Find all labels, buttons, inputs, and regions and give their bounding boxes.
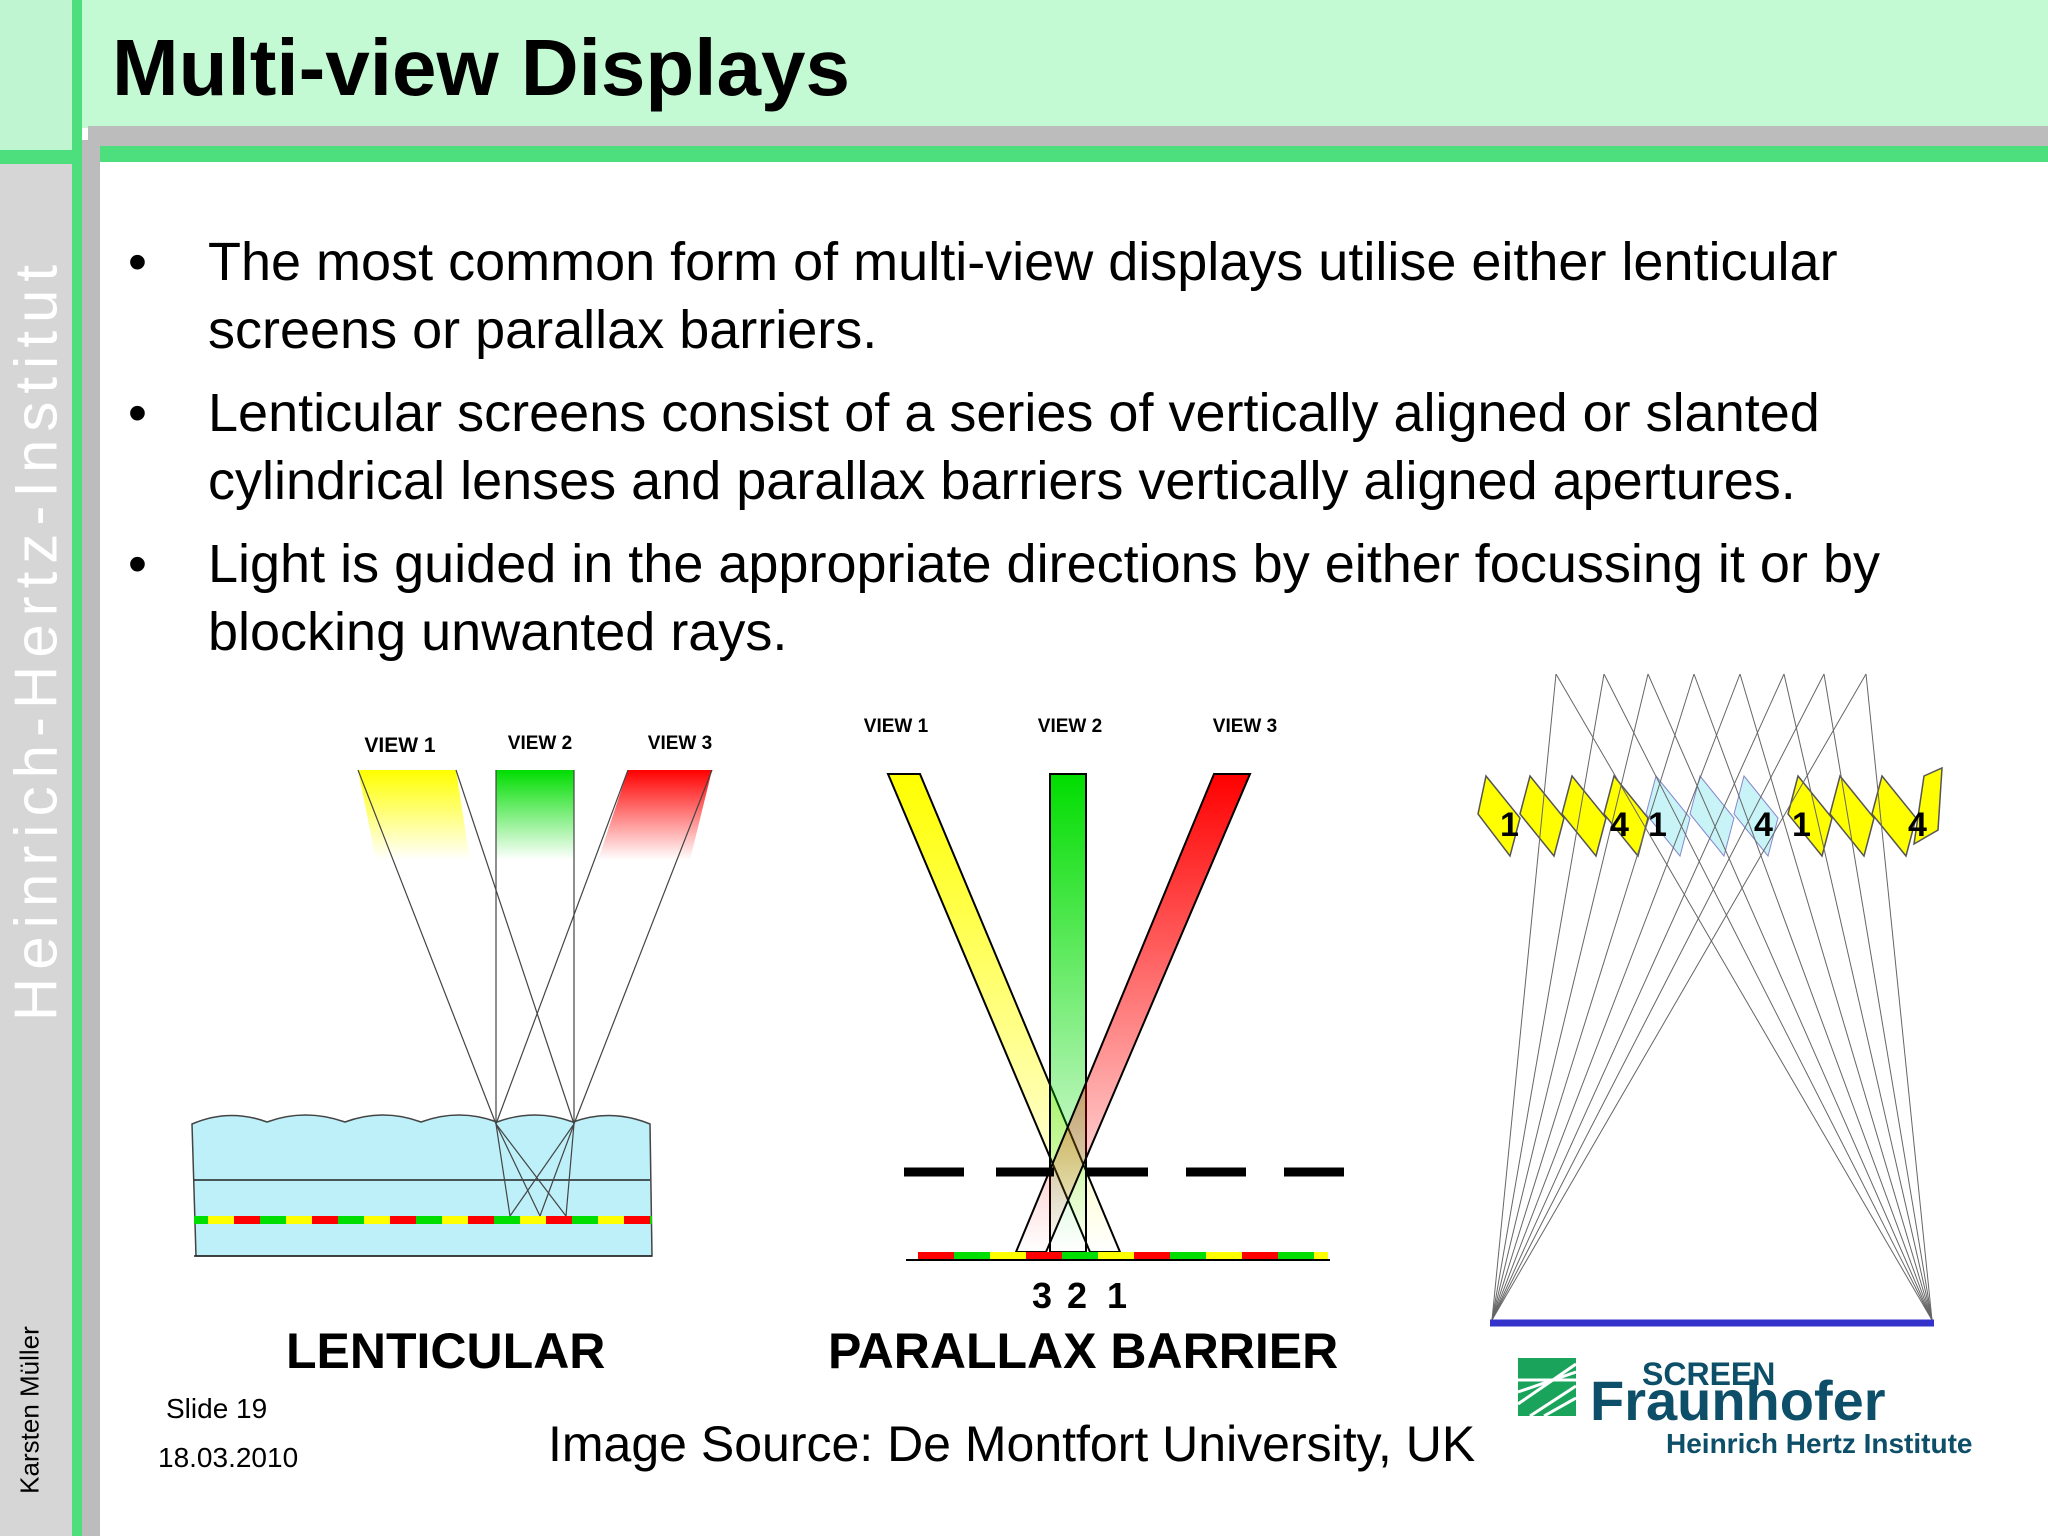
- bullet-item: • Light is guided in the appropriate dir…: [128, 530, 1988, 666]
- ray-line: [357, 769, 497, 1125]
- bullet-marker: •: [128, 232, 147, 292]
- ray-line: [1647, 673, 1933, 1321]
- fraunhofer-logo-icon: [1518, 1358, 1576, 1416]
- zone-diamond-yellow: [1829, 774, 1875, 858]
- parallax-view-3-label: VIEW 3: [1213, 716, 1277, 737]
- lens-body: [191, 1114, 653, 1257]
- title-bar: [80, 0, 2048, 128]
- ray-line: [1491, 673, 1605, 1321]
- pixel-order-1: 1: [1107, 1275, 1127, 1316]
- bullet-item: • The most common form of multi-view dis…: [128, 228, 1988, 364]
- image-source: Image Source: De Montfort University, UK: [548, 1416, 1476, 1472]
- pixel-order-2: 2: [1067, 1275, 1087, 1316]
- ray-line: [1865, 673, 1933, 1321]
- left-strip-divider: [0, 150, 82, 164]
- title-divider: [72, 146, 2048, 162]
- bullet-text: The most common form of multi-view displ…: [208, 232, 1838, 360]
- ray-line: [1491, 673, 1785, 1321]
- lenticular-view-1-label: VIEW 1: [364, 734, 436, 757]
- ray-line: [1491, 673, 1649, 1321]
- ray-line: [495, 1123, 511, 1217]
- zone-diamond-yellow: [1871, 774, 1917, 858]
- zone-diamond-yellow: [1913, 766, 1943, 846]
- zone-label: 1: [1648, 806, 1667, 844]
- page-title: Multi-view Displays: [112, 23, 850, 112]
- logo-screen-overlay: SCREEN: [1642, 1356, 1776, 1392]
- logo-name: Fraunhofer: [1590, 1369, 1886, 1432]
- title-shadow: [88, 126, 2048, 146]
- zone-label: 1: [1792, 806, 1811, 844]
- ray-line: [1603, 673, 1933, 1321]
- multiview-diagram: 1 4 1 4 1 4: [1477, 673, 1943, 1327]
- lenticular-view-3-label: VIEW 3: [648, 733, 712, 754]
- ray-line: [1491, 673, 1695, 1321]
- bullet-text: Light is guided in the appropriate direc…: [208, 534, 1880, 662]
- slide-number: Slide 19: [166, 1393, 268, 1424]
- bullet-marker: •: [128, 534, 147, 594]
- zone-diamond-yellow: [1603, 774, 1649, 858]
- ray-line: [573, 769, 713, 1125]
- lenticular-view-2-label: VIEW 2: [508, 733, 572, 754]
- zone-diamond-cyan: [1645, 774, 1691, 858]
- ray-line: [509, 1123, 575, 1217]
- view1-beam: [358, 770, 470, 860]
- bullet-list: • The most common form of multi-view dis…: [128, 228, 1988, 681]
- parallax-view-2-label: VIEW 2: [1038, 716, 1102, 737]
- zone-label: 1: [1500, 806, 1519, 844]
- ray-line: [495, 1123, 541, 1217]
- bullet-text: Lenticular screens consist of a series o…: [208, 383, 1820, 511]
- logo-institute: Heinrich Hertz Institute: [1666, 1428, 1973, 1459]
- ray-line: [495, 1123, 567, 1217]
- corner-block: [0, 0, 72, 150]
- zone-diamond-yellow: [1561, 774, 1607, 858]
- ray-line: [455, 769, 575, 1125]
- ray-line: [1491, 673, 1867, 1321]
- zone-label: 4: [1610, 806, 1629, 844]
- zone-diamond-cyan: [1733, 774, 1779, 858]
- bullet-marker: •: [128, 383, 147, 443]
- ray-line: [1491, 673, 1557, 1321]
- ray-line: [1491, 673, 1741, 1321]
- parallax-diagram: VIEW 1 VIEW 2 VIEW 3 3 2 1: [864, 716, 1344, 1316]
- zone-label: 4: [1908, 806, 1927, 844]
- ray-line: [1693, 673, 1933, 1321]
- zone-diamond-cyan: [1689, 774, 1735, 858]
- ray-line: [1783, 673, 1933, 1321]
- parallax-view-1-label: VIEW 1: [864, 716, 929, 737]
- left-accent-line: [72, 0, 82, 1536]
- parallax-label: PARALLAX BARRIER: [828, 1323, 1339, 1379]
- ray-line: [1823, 673, 1933, 1321]
- view3-beam: [598, 770, 712, 860]
- bullet-item: • Lenticular screens consist of a series…: [128, 379, 1988, 515]
- left-strip: [0, 164, 72, 1536]
- ray-line: [1491, 673, 1825, 1321]
- barrier-pixel-stripe: [918, 1252, 1328, 1259]
- ray-line: [539, 1123, 575, 1217]
- zone-label: 4: [1754, 806, 1773, 844]
- ray-line: [1555, 673, 1933, 1321]
- ray-line: [1739, 673, 1933, 1321]
- pixel-order-3: 3: [1032, 1275, 1052, 1316]
- ray-line: [565, 1123, 575, 1217]
- lenticular-diagram: VIEW 1 VIEW 2 VIEW 3: [191, 733, 713, 1257]
- lens-pixel-stripe: [194, 1216, 652, 1224]
- view2-beam: [496, 770, 574, 860]
- slide-date: 18.03.2010: [158, 1442, 299, 1473]
- zone-diamond-yellow: [1477, 774, 1521, 858]
- left-shadow: [82, 140, 100, 1536]
- ray-line: [495, 769, 629, 1125]
- lenticular-label: LENTICULAR: [286, 1323, 606, 1379]
